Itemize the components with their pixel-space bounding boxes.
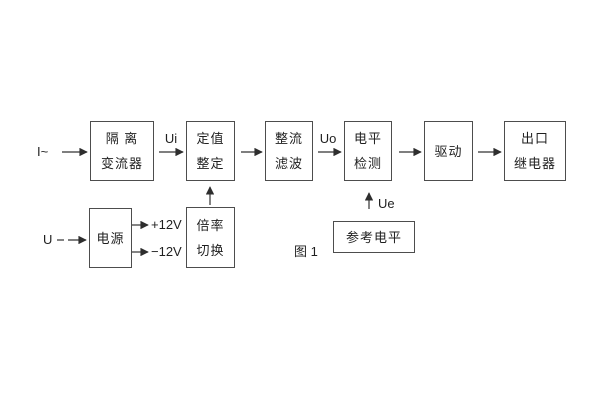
rail-pos-label: +12V [151,217,182,232]
block-output-relay: 出口 继电器 [504,121,566,181]
block-power-supply: 电源 [89,208,132,268]
current-input-label: I~ [37,144,49,159]
block-drive: 驱动 [424,121,473,181]
block-ratio-switch: 倍率 切换 [186,207,235,268]
block-label-line: 滤波 [274,156,303,171]
block-rectify-filter: 整流 滤波 [265,121,313,181]
block-isolation-transformer: 隔 离 变流器 [90,121,154,181]
block-label-line: 整定 [196,156,225,171]
block-reference-level: 参考电平 [333,221,415,253]
voltage-input-label: U [43,232,53,247]
block-label-line: 电平 [353,131,382,146]
signal-label-ui: Ui [164,131,178,146]
signal-label-ue: Ue [378,196,395,211]
block-label-line: 参考电平 [345,229,402,245]
block-label-line: 驱动 [434,143,463,159]
block-label-line: 整流 [274,131,303,146]
block-label-line: 变流器 [100,156,143,171]
rail-neg-label: −12V [151,244,182,259]
block-level-detection: 电平 检测 [344,121,392,181]
block-label-line: 继电器 [513,156,556,171]
block-label-line: 电源 [96,230,125,246]
block-label-line: 定值 [196,131,225,146]
block-label-line: 倍率 [196,217,225,233]
signal-label-uo: Uo [319,131,337,146]
block-label-line: 切换 [196,242,225,258]
figure-caption: 图 1 [294,244,318,259]
block-label-line: 检测 [353,156,382,171]
block-label-line: 隔 离 [105,131,139,146]
block-label-line: 出口 [520,131,549,146]
block-setting-adjustment: 定值 整定 [186,121,235,181]
